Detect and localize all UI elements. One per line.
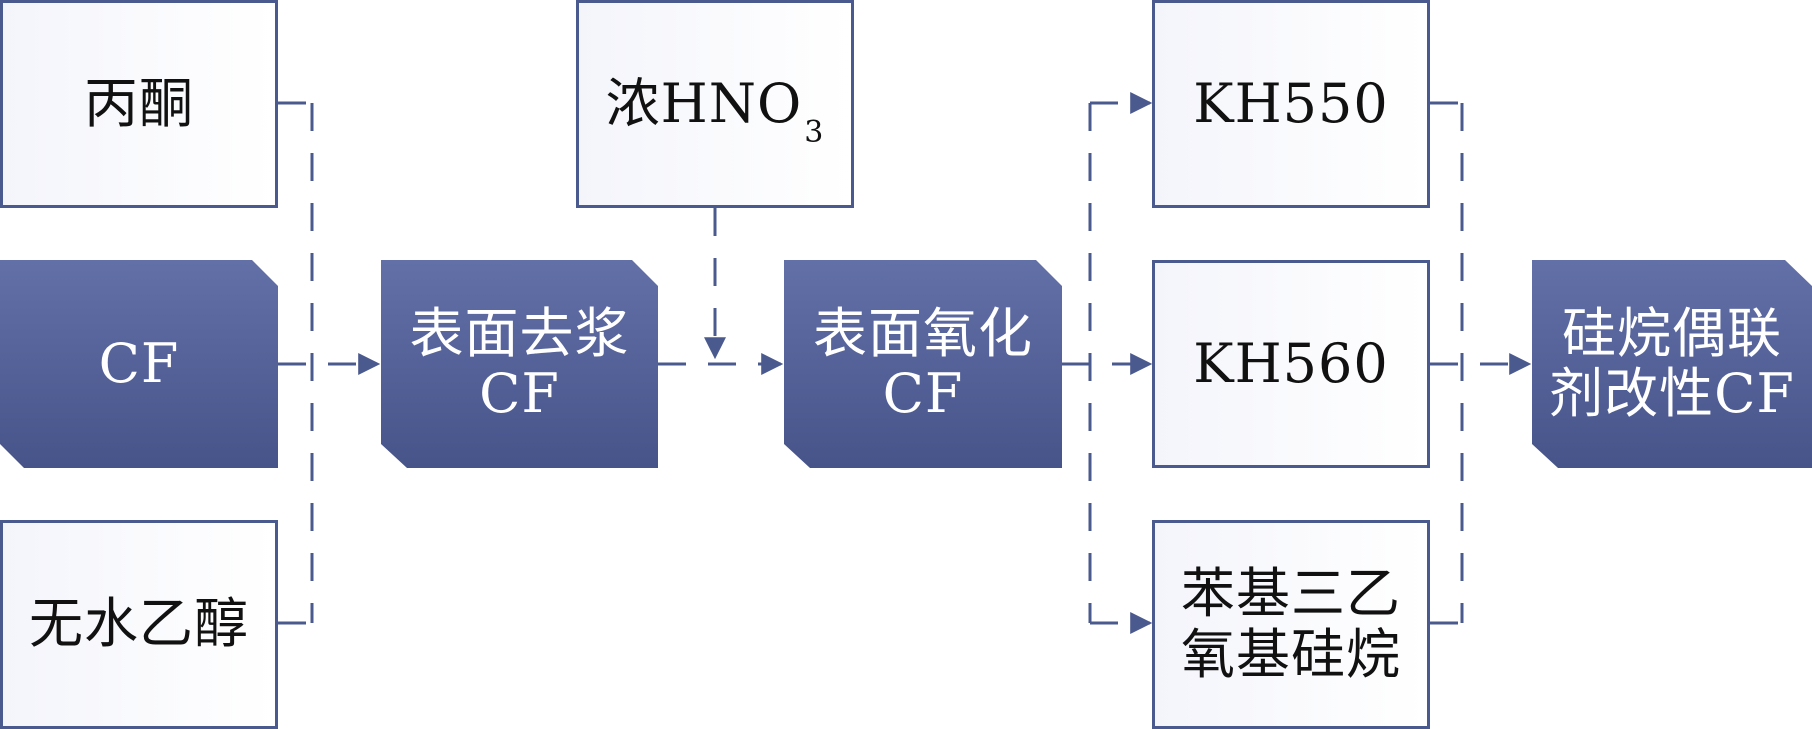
cf-box: CF	[0, 260, 278, 468]
silane-modified-cf-box: 硅烷偶联 剂改性CF	[1532, 260, 1812, 468]
ethanol-label: 无水乙醇	[29, 592, 249, 656]
acetone-box: 丙酮	[0, 0, 278, 208]
oxidized-cf-box: 表面氧化 CF	[784, 260, 1062, 468]
hno3-box: 浓HNO3	[576, 0, 854, 208]
acetone-label: 丙酮	[84, 71, 194, 135]
desized-cf-shape	[381, 260, 658, 468]
cf-label: CF	[98, 331, 180, 395]
kh560-box: KH560	[1152, 260, 1430, 468]
ethanol-box: 无水乙醇	[0, 520, 278, 729]
silane-modified-cf-label: 硅烷偶联 剂改性CF	[1549, 301, 1795, 425]
cf-shape	[0, 260, 278, 468]
hno3-label: 浓HNO3	[605, 71, 825, 149]
desized-cf-label: 表面去浆 CF	[409, 301, 630, 425]
hno3-subscript: 3	[804, 114, 825, 150]
kh550-label: KH550	[1193, 71, 1389, 135]
kh560-label: KH560	[1193, 331, 1389, 395]
phenyl-silane-label: 苯基三乙 氧基硅烷	[1181, 562, 1401, 686]
desized-cf-box: 表面去浆 CF	[381, 260, 658, 468]
silane-modified-cf-shape	[1532, 260, 1812, 468]
hno3-prefix: 浓HNO	[605, 71, 803, 135]
oxidized-cf-label: 表面氧化 CF	[813, 301, 1033, 425]
kh550-box: KH550	[1152, 0, 1430, 208]
oxidized-cf-shape	[784, 260, 1062, 468]
phenyl-silane-box: 苯基三乙 氧基硅烷	[1152, 520, 1430, 729]
